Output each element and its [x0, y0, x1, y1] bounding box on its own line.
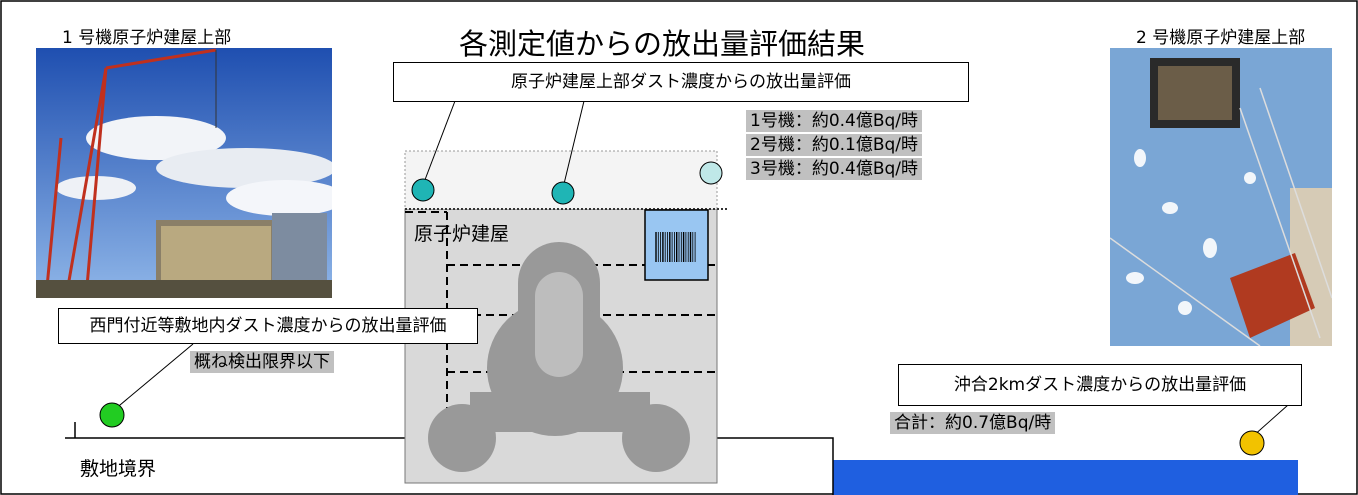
marker-unit3	[699, 161, 723, 185]
offshore-evaluation-box: 沖合2kmダスト濃度からの放出量評価	[898, 364, 1302, 406]
page-title: 各測定値からの放出量評価結果	[459, 27, 866, 61]
unit1-release-value: 1号機：約0.4億Bq/時	[746, 110, 923, 132]
marker-unit1	[411, 178, 435, 202]
photo-unit1-caption: 1 号機原子炉建屋上部	[62, 28, 232, 48]
unit3-release-value: 3号機：約0.4億Bq/時	[746, 158, 923, 180]
ground-line-right	[716, 437, 834, 495]
sea-area	[833, 460, 1298, 495]
photo-unit2-caption: 2 号機原子炉建屋上部	[1136, 28, 1306, 48]
photo-unit1	[36, 48, 332, 298]
leader-lines	[113, 100, 1289, 438]
offshore-release-value: 合計：約0.7億Bq/時	[890, 412, 1056, 434]
unit2-release-value: 2号機：約0.1億Bq/時	[746, 134, 923, 156]
site-release-value: 概ね検出限界以下	[190, 351, 334, 373]
site-evaluation-box: 西門付近等敷地内ダスト濃度からの放出量評価	[58, 308, 478, 344]
marker-offshore	[1239, 430, 1265, 456]
site-boundary-label: 敷地境界	[80, 458, 157, 480]
building-label: 原子炉建屋	[414, 223, 510, 245]
reactor-top-evaluation-box: 原子炉建屋上部ダスト濃度からの放出量評価	[393, 62, 969, 102]
marker-site	[99, 402, 125, 428]
reactor-pressure-vessel	[535, 272, 583, 377]
photo-unit2	[1110, 48, 1332, 346]
fuel-racks	[655, 232, 696, 262]
marker-unit2	[551, 181, 575, 205]
